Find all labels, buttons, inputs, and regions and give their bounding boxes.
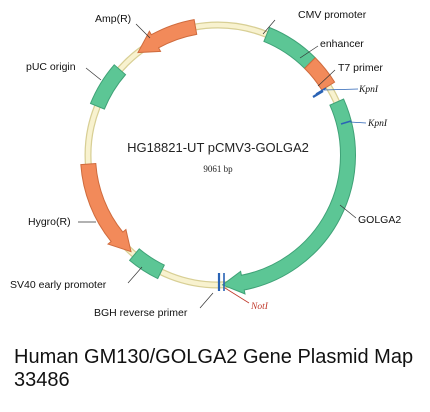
amp-leader xyxy=(135,23,151,39)
t7-primer-mark xyxy=(312,90,324,98)
plasmid-map: Amp(R) CMV promoter enhancer T7 primer K… xyxy=(10,9,401,319)
enhancer-leader xyxy=(299,45,319,59)
label-amp: Amp(R) xyxy=(95,13,131,25)
feature-puc-origin xyxy=(89,64,127,110)
label-noti: NotI xyxy=(250,302,269,312)
label-hygro: Hygro(R) xyxy=(28,216,71,228)
t7-leader xyxy=(317,69,336,87)
plasmid-size: 9061 bp xyxy=(203,164,233,174)
kpn1-mark-a xyxy=(315,87,327,95)
feature-hygro xyxy=(80,163,132,253)
label-enhancer: enhancer xyxy=(320,38,364,50)
page-caption: Human GM130/GOLGA2 Gene Plasmid Map 3348… xyxy=(14,346,414,391)
feature-sv40-promoter xyxy=(128,248,165,280)
label-t7-primer: T7 primer xyxy=(338,62,383,74)
kpn1-mark-b xyxy=(340,120,352,125)
feature-cmv-promoter xyxy=(263,26,316,70)
label-kpn1-b: KpnI xyxy=(367,119,388,129)
label-puc-origin: pUC origin xyxy=(26,61,76,73)
label-kpn1-a: KpnI xyxy=(358,85,379,95)
bgh-leader xyxy=(199,292,214,309)
label-golga2: GOLGA2 xyxy=(358,214,401,226)
kpn1-leader-b xyxy=(349,121,367,124)
sv40-leader xyxy=(127,266,143,284)
feature-amp xyxy=(137,19,198,54)
cmv-leader xyxy=(262,19,276,35)
label-cmv-promoter: CMV promoter xyxy=(298,9,367,21)
kpn1-leader-a xyxy=(323,88,359,91)
label-bgh-primer: BGH reverse primer xyxy=(94,307,188,319)
feature-golga2 xyxy=(221,98,356,295)
noti-leader xyxy=(224,287,250,304)
label-sv40-promoter: SV40 early promoter xyxy=(10,279,107,291)
plasmid-name: HG18821-UT pCMV3-GOLGA2 xyxy=(127,140,309,155)
puc-leader xyxy=(85,67,102,81)
golga2-leader xyxy=(339,204,357,219)
